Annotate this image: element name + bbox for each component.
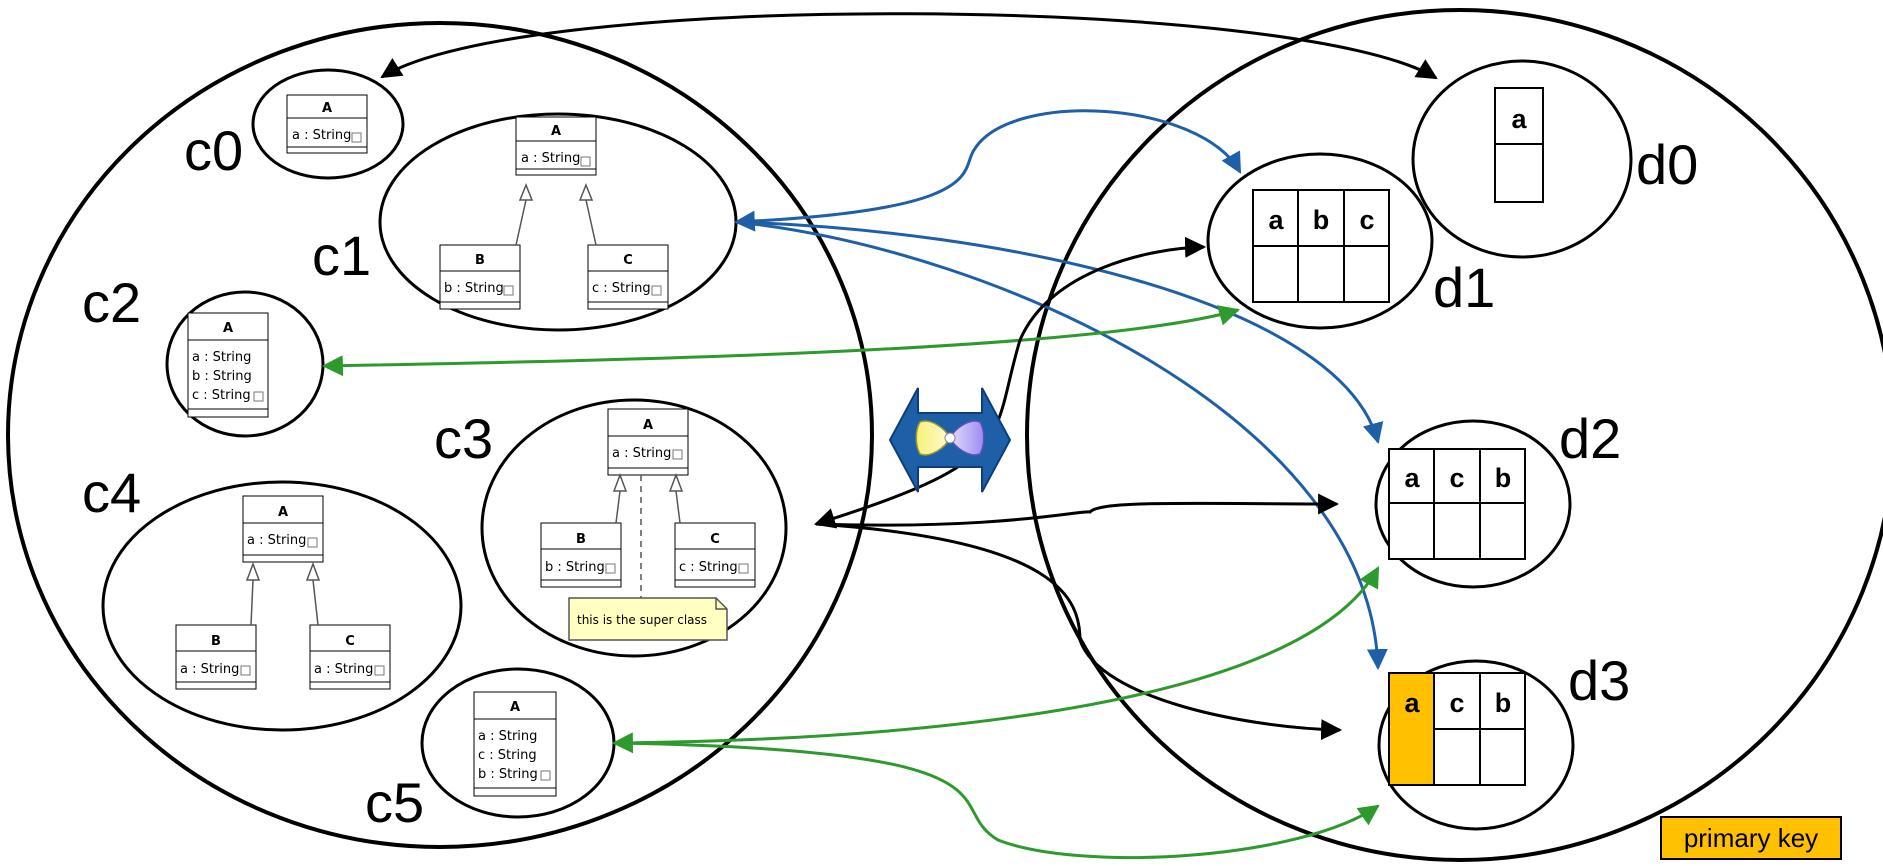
- c3-class-B: B b : String: [540, 522, 622, 588]
- svg-text:A: A: [551, 124, 561, 139]
- svg-text:a : String: a : String: [192, 350, 251, 365]
- table-d1: a b c: [1252, 189, 1390, 303]
- svg-text:c : String: c : String: [192, 388, 251, 403]
- column-header: a: [1511, 104, 1527, 134]
- c0-class-A: A a : String: [286, 94, 368, 154]
- table-d2: a c b: [1388, 448, 1526, 560]
- svg-text:c : String: c : String: [592, 281, 651, 296]
- c4-class-A: A a : String: [242, 495, 324, 563]
- c1-inheritance: [515, 182, 597, 246]
- svg-text:a: a: [1404, 463, 1420, 493]
- label-d0: d0: [1636, 133, 1698, 196]
- connector-c3-d3: [815, 522, 1343, 741]
- connector-c3-d2: [815, 493, 1340, 527]
- svg-text:b : String: b : String: [444, 281, 504, 296]
- svg-text:b : String: b : String: [545, 560, 605, 575]
- svg-text:b: b: [1495, 463, 1512, 493]
- label-d1: d1: [1433, 256, 1495, 319]
- svg-text:a: a: [1268, 205, 1284, 235]
- label-d2: d2: [1559, 407, 1621, 470]
- collapse-icon: [351, 132, 362, 143]
- svg-text:a : String: a : String: [314, 662, 373, 677]
- svg-text:a : String: a : String: [180, 662, 239, 677]
- collapse-icon: [240, 665, 251, 676]
- collapse-icon: [605, 563, 616, 574]
- svg-text:A: A: [643, 418, 653, 433]
- label-d3: d3: [1568, 649, 1630, 712]
- c1-class-C: C c : String: [587, 244, 669, 310]
- c4-inheritance: [245, 561, 321, 626]
- collapse-icon: [307, 537, 318, 548]
- c3-inheritance: [612, 472, 684, 598]
- table-d0: a: [1494, 87, 1544, 203]
- collapse-icon: [738, 563, 749, 574]
- svg-text:a : String: a : String: [521, 151, 580, 166]
- collapse-icon: [374, 665, 385, 676]
- collapse-icon: [651, 285, 662, 296]
- collapse-icon: [253, 391, 264, 402]
- collapse-icon: [503, 285, 514, 296]
- c1-class-B: B b : String: [439, 244, 521, 310]
- connector-c3-d1: [813, 236, 1207, 529]
- connector-c1-d1: [733, 109, 1242, 232]
- svg-text:a: a: [1404, 688, 1420, 718]
- svg-text:C: C: [345, 634, 355, 649]
- svg-text:C: C: [710, 532, 720, 547]
- svg-text:c: c: [1449, 688, 1464, 718]
- c3-class-A: A a : String: [607, 408, 689, 476]
- svg-text:c : String: c : String: [478, 748, 537, 763]
- c1-class-A: A a : String: [515, 116, 597, 176]
- connector-c5-d2: [611, 566, 1380, 754]
- label-c1: c1: [312, 224, 371, 287]
- svg-text:B: B: [475, 253, 485, 268]
- label-c0: c0: [184, 119, 243, 182]
- svg-text:B: B: [576, 532, 586, 547]
- connector-c5-d3: [613, 741, 1380, 860]
- svg-text:c: c: [1449, 463, 1464, 493]
- connector-c0-d0: [380, 12, 1438, 80]
- c5-class-A: A a : String c : String b : String: [473, 691, 557, 797]
- svg-text:a : String: a : String: [247, 533, 306, 548]
- class-attr: a : String: [292, 128, 351, 143]
- collapse-icon: [672, 449, 683, 460]
- svg-text:C: C: [623, 253, 633, 268]
- primary-key-legend: primary key: [1660, 816, 1842, 860]
- svg-text:b : String: b : String: [478, 767, 538, 782]
- svg-text:A: A: [278, 505, 288, 520]
- bidirectional-transformation-icon: [888, 387, 1012, 493]
- label-c5: c5: [365, 771, 424, 834]
- svg-text:c : String: c : String: [679, 560, 738, 575]
- svg-text:A: A: [510, 700, 520, 715]
- svg-text:c: c: [1359, 205, 1374, 235]
- label-c4: c4: [82, 461, 141, 524]
- svg-text:b: b: [1313, 205, 1330, 235]
- svg-text:b : String: b : String: [192, 369, 252, 384]
- label-c2: c2: [82, 271, 141, 334]
- svg-text:a : String: a : String: [478, 729, 537, 744]
- svg-text:a : String: a : String: [612, 446, 671, 461]
- c4-class-B: B a : String: [175, 624, 257, 690]
- connector-c2-d1: [321, 305, 1241, 377]
- class-name: A: [322, 101, 332, 116]
- c4-class-C: C a : String: [309, 624, 391, 690]
- collapse-icon: [580, 156, 591, 167]
- svg-text:A: A: [223, 321, 233, 336]
- table-d3: a c b: [1388, 672, 1526, 786]
- legend-label: primary key: [1683, 822, 1819, 853]
- c3-note: this is the super class: [568, 597, 728, 641]
- collapse-icon: [540, 770, 551, 781]
- svg-text:b: b: [1495, 688, 1512, 718]
- svg-text:B: B: [211, 634, 221, 649]
- label-c3: c3: [434, 407, 493, 470]
- c3-class-C: C c : String: [674, 522, 756, 588]
- note-text: this is the super class: [577, 613, 707, 627]
- c2-class-A: A a : String b : String c : String: [187, 312, 269, 418]
